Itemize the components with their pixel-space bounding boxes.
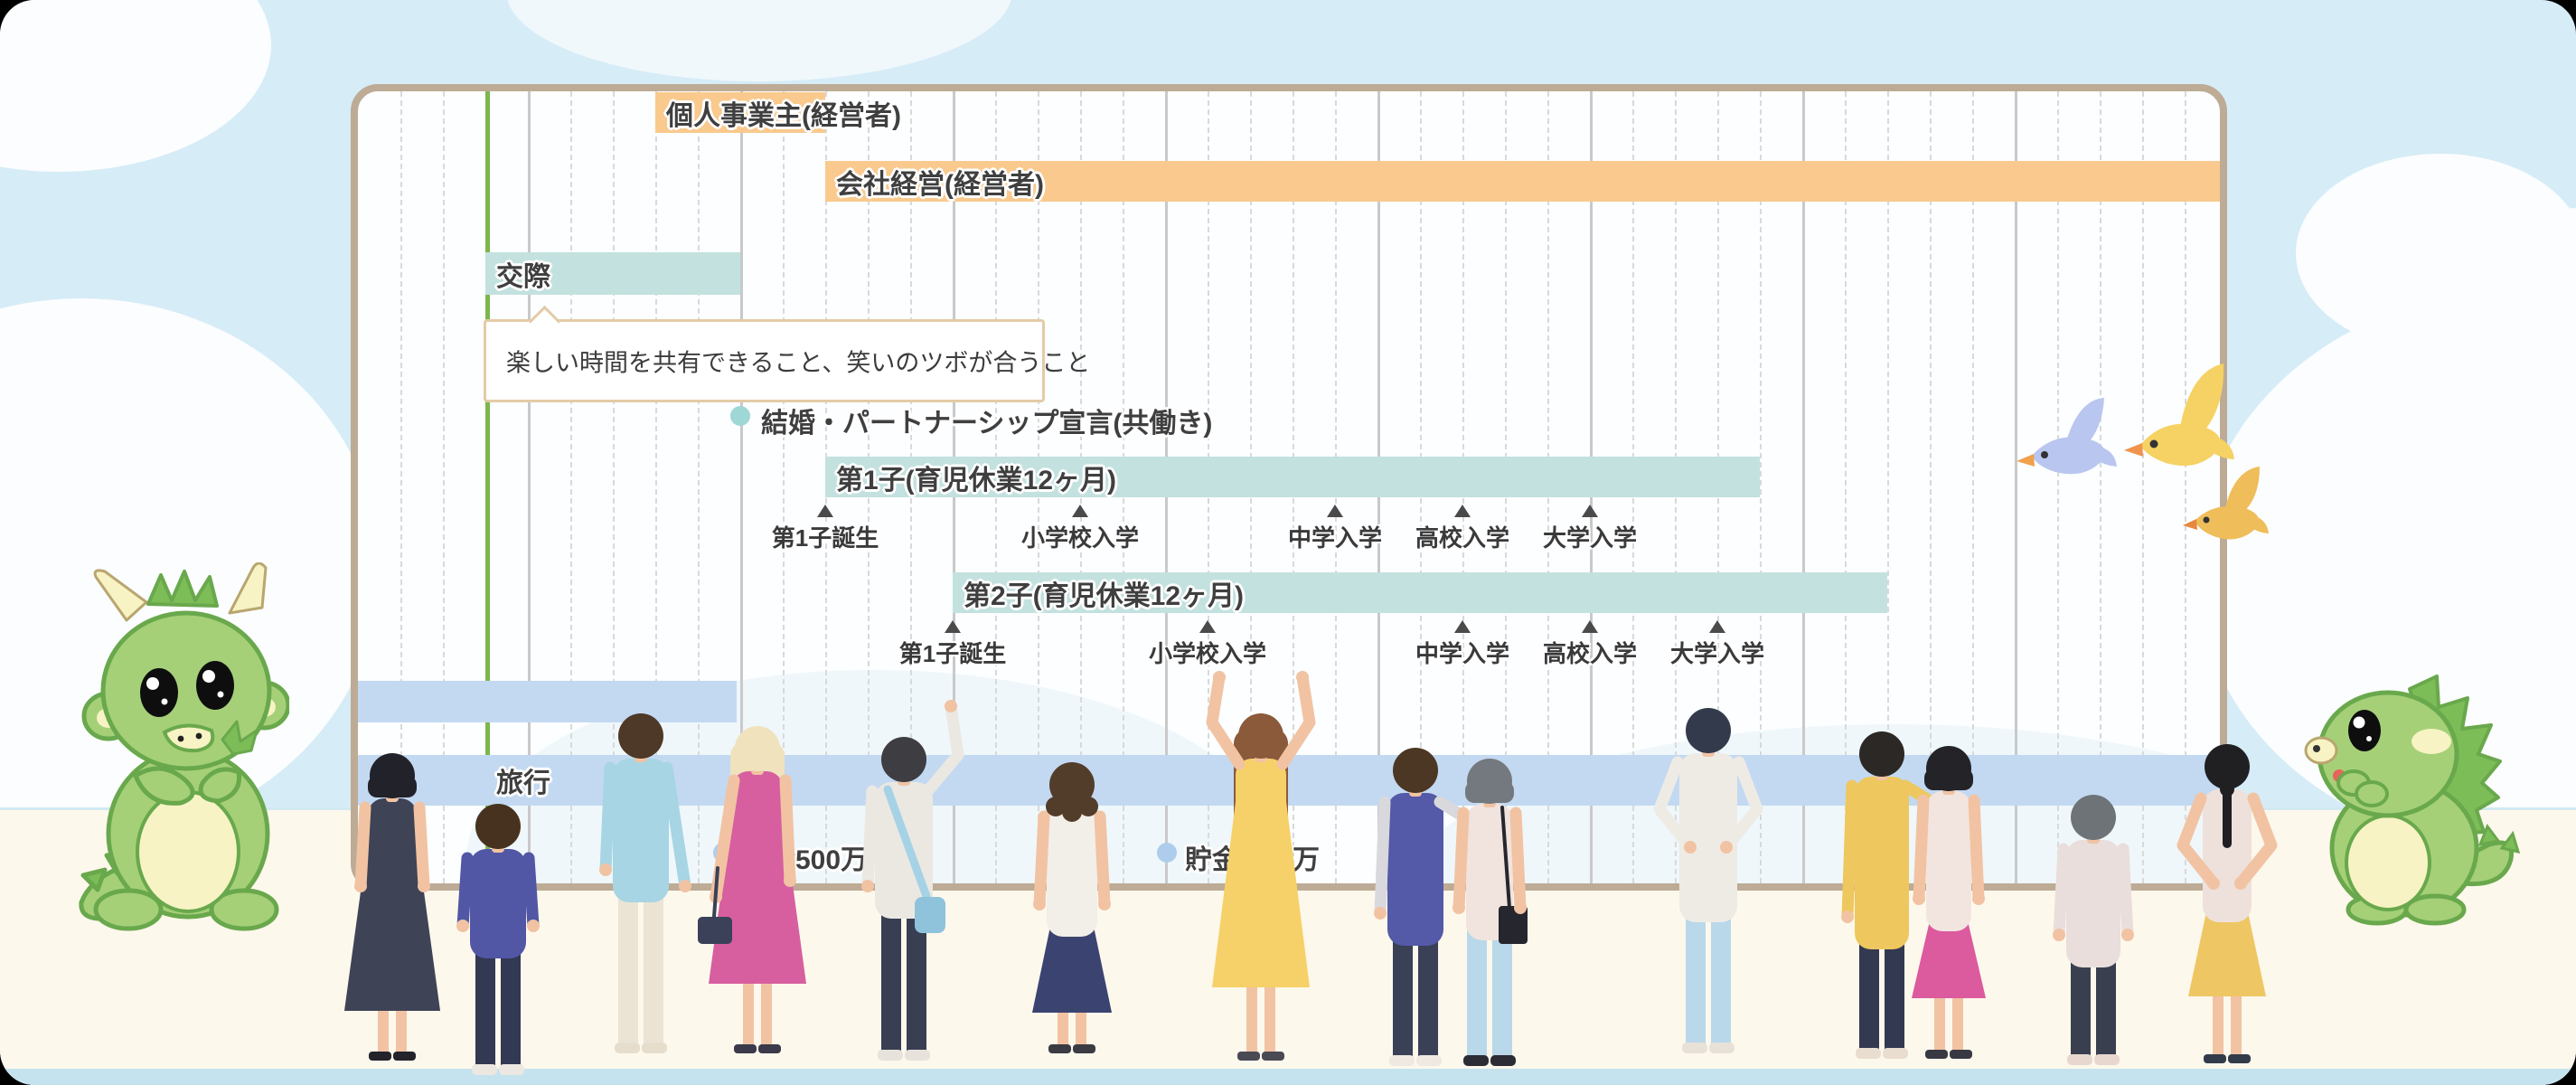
gridline-minor xyxy=(1887,91,1889,883)
gridline-minor xyxy=(698,91,700,883)
milestone-marker-triangle xyxy=(1327,505,1343,517)
gridline-minor xyxy=(1760,91,1762,883)
gantt-bar-label: 第1子(育児休業12ヶ月) xyxy=(836,465,1117,495)
milestone-marker-triangle xyxy=(1199,620,1216,633)
gantt-bar-first-child: 第1子(育児休業12ヶ月) xyxy=(825,457,1760,497)
gridline-minor xyxy=(443,91,445,883)
milestone-marker-triangle xyxy=(945,620,961,633)
milestone-marker-triangle xyxy=(1709,620,1725,633)
milestone-label: 中学入学 xyxy=(1287,524,1382,552)
gridline-minor xyxy=(2100,91,2101,883)
gantt-bar-label: 会社経営(経営者) xyxy=(836,169,1044,200)
milestone-label: 大学入学 xyxy=(1669,640,1764,667)
milestone-marker-triangle xyxy=(1072,505,1088,517)
milestone-label: 第1子誕生 xyxy=(898,640,1007,667)
current-time-line xyxy=(485,91,490,883)
gridline-minor xyxy=(613,91,615,883)
milestone-marker-triangle xyxy=(1582,620,1598,633)
person xyxy=(2053,795,2134,1065)
milestone-label: 中学入学 xyxy=(1415,640,1509,667)
milestone-marker-triangle xyxy=(1582,505,1598,517)
gridline-minor xyxy=(1845,91,1847,883)
gantt-bar-label: 個人事業主(経営者) xyxy=(666,100,901,131)
tooltip-text: 楽しい時間を共有できること、笑いのツボが合うこと xyxy=(506,349,1091,377)
gridline-minor xyxy=(655,91,657,883)
marriage-milestone-label: 結婚・パートナーシップ宣言(共働き) xyxy=(761,409,1213,439)
person xyxy=(861,700,964,1061)
gantt-bar-label: 交際 xyxy=(496,261,550,292)
floor-strip xyxy=(0,1069,2576,1085)
milestone-label: 第1子誕生 xyxy=(771,524,879,552)
gantt-bar-label: 旅行 xyxy=(496,769,550,798)
blue-bird-icon xyxy=(2014,394,2120,488)
person xyxy=(1453,759,1528,1066)
person xyxy=(698,726,806,1053)
dating-note-tooltip: 楽しい時間を共有できること、笑いのツボが合うこと xyxy=(484,305,1090,402)
person xyxy=(344,753,440,1061)
gridline-major xyxy=(1802,91,1805,883)
green-dragon-mascot-left xyxy=(71,562,289,935)
gantt-bar-second-child: 第2子(育児休業12ヶ月) xyxy=(953,572,1887,613)
person xyxy=(2176,744,2278,1063)
gridline-major xyxy=(2015,91,2017,883)
person xyxy=(1912,746,1986,1059)
gridline-major xyxy=(528,91,531,883)
person xyxy=(599,713,691,1053)
gridline-minor xyxy=(783,91,785,883)
milestone-label: 小学校入学 xyxy=(1020,524,1139,552)
savings-2-label-suffix: 万 xyxy=(1293,845,1320,875)
milestone-marker-triangle xyxy=(1454,505,1471,517)
orange-bird-icon xyxy=(2182,463,2272,550)
milestone-label: 高校入学 xyxy=(1415,524,1509,552)
gridline-minor xyxy=(400,91,402,883)
milestone-label: 高校入学 xyxy=(1542,640,1637,667)
person xyxy=(456,804,540,1075)
gridline-major xyxy=(740,91,743,883)
milestone-label: 大学入学 xyxy=(1542,524,1637,552)
gantt-bar-label: 第2子(育児休業12ヶ月) xyxy=(964,580,1245,611)
green-dragon-mascot-right xyxy=(2303,675,2520,926)
person xyxy=(1032,762,1112,1053)
gantt-bar-self-employed: 個人事業主(経営者) xyxy=(655,92,901,133)
gridline-minor xyxy=(1972,91,1974,883)
yellow-bird-icon xyxy=(2124,358,2237,492)
gridline-minor xyxy=(2185,91,2186,883)
savings-2-dot xyxy=(1157,843,1177,863)
person xyxy=(1206,671,1316,1061)
gridline-minor xyxy=(1930,91,1932,883)
marriage-milestone-dot xyxy=(730,406,750,426)
milestone-label: 小学校入学 xyxy=(1148,640,1266,667)
gridline-minor xyxy=(2142,91,2144,883)
gridline-minor xyxy=(2057,91,2059,883)
gridline-minor xyxy=(570,91,572,883)
gantt-bar-dating: 交際 xyxy=(485,252,740,295)
gantt-bar-unlabeled xyxy=(358,681,737,722)
milestone-marker-triangle xyxy=(1454,620,1471,633)
gantt-bar-company-management: 会社経営(経営者) xyxy=(825,161,2220,202)
milestone-marker-triangle xyxy=(817,505,833,517)
person xyxy=(1653,708,1763,1053)
